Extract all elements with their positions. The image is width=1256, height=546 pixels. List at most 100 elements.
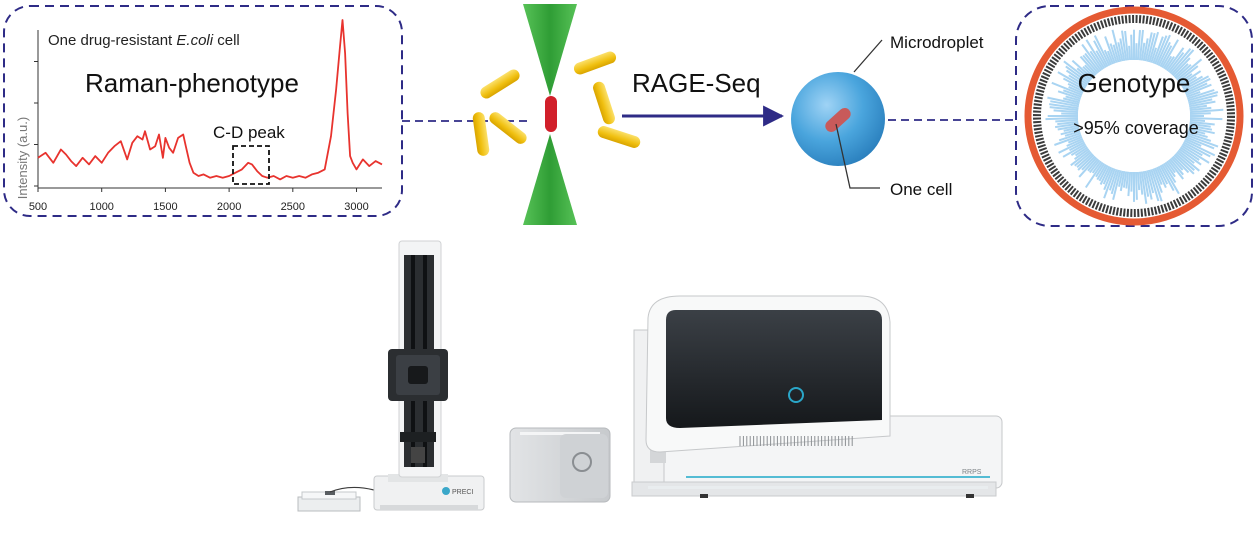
coverage-spike xyxy=(1182,75,1210,91)
coverage-spike xyxy=(1084,161,1104,189)
laser-box-logo-icon xyxy=(572,452,592,472)
coverage-spike xyxy=(1103,167,1114,191)
coverage-spike xyxy=(1136,171,1141,191)
coverage-spike xyxy=(1103,168,1116,199)
coverage-spike xyxy=(1108,168,1118,191)
x-tick-label: 500 xyxy=(29,201,47,213)
instrument-vents xyxy=(739,436,853,446)
coverage-spike xyxy=(1050,100,1080,108)
coverage-spike xyxy=(1144,170,1153,200)
coverage-spike xyxy=(1053,109,1079,114)
coverage-spike xyxy=(1058,139,1085,154)
one-cell-pointer xyxy=(835,123,880,189)
coverage-spike xyxy=(1089,159,1101,174)
coverage-spike xyxy=(1091,160,1102,174)
coverage-spike xyxy=(1189,122,1211,128)
coverage-spike xyxy=(1169,158,1184,176)
coverage-spike xyxy=(1051,81,1083,96)
raman-panel-dashed-border xyxy=(3,5,403,217)
coverage-spike xyxy=(1074,151,1092,167)
genotype-panel: Genotype >95% coverage xyxy=(1015,5,1253,227)
coverage-spike xyxy=(1054,122,1079,129)
cell-yellow-5 xyxy=(593,81,615,125)
coverage-spike xyxy=(1154,35,1168,65)
coverage-spike xyxy=(1189,120,1215,126)
coverage-spike xyxy=(1130,171,1133,192)
coverage-spike xyxy=(1074,148,1090,161)
coverage-spike xyxy=(1066,137,1084,147)
coverage-spike xyxy=(1178,148,1202,166)
coverage-spike xyxy=(1062,89,1082,98)
y-axis-label: Intensity (a.u.) xyxy=(15,117,30,199)
coverage-spike xyxy=(1057,120,1079,126)
coverage-spike xyxy=(1136,30,1141,61)
raman-panel-title: Raman-phenotype xyxy=(85,68,299,98)
coverage-spike xyxy=(1172,57,1191,77)
raman-cell-label: One drug-resistant E.coli cell xyxy=(48,32,240,49)
coverage-spike xyxy=(1166,160,1176,174)
coverage-spike xyxy=(1188,98,1213,106)
coverage-spike xyxy=(1084,64,1096,77)
coverage-spike xyxy=(1065,69,1089,86)
x-tick-label: 2500 xyxy=(281,201,305,213)
coverage-spike xyxy=(1138,29,1144,61)
coverage-spike xyxy=(1067,83,1085,93)
coverage-spike xyxy=(1093,35,1111,67)
genome-ring-inner xyxy=(1078,60,1190,172)
instrument-model-label: RRPS xyxy=(962,469,982,476)
coverage-spike xyxy=(1179,146,1200,161)
coverage-spike xyxy=(1119,38,1126,62)
coverage-spike xyxy=(1185,83,1212,96)
cd-peak-box xyxy=(232,145,270,185)
coverage-spike xyxy=(1189,108,1224,114)
coverage-spike xyxy=(1169,48,1192,74)
microdroplet-label: Microdroplet xyxy=(890,33,984,52)
coverage-spike xyxy=(1177,65,1199,83)
coverage-spike xyxy=(1054,134,1082,146)
cell-yellow-4 xyxy=(573,51,617,75)
coverage-spike xyxy=(1078,156,1098,178)
coverage-spike xyxy=(1109,43,1118,64)
laser-box xyxy=(509,427,611,503)
cell-yellow-6 xyxy=(597,126,641,148)
cell-yellow-3 xyxy=(472,112,490,156)
coverage-spike xyxy=(1082,54,1099,74)
coverage-spike xyxy=(1167,159,1184,180)
coverage-spike xyxy=(1172,155,1190,174)
coverage-spike xyxy=(1157,165,1169,185)
coverage-spike xyxy=(1085,39,1106,70)
coverage-spike xyxy=(1098,164,1109,182)
cell-yellow-2 xyxy=(489,112,527,144)
optical-trap-illustration xyxy=(472,4,641,225)
coverage-spike xyxy=(1062,97,1080,104)
coverage-spike xyxy=(1081,155,1096,171)
coverage-spike xyxy=(1079,55,1098,76)
coverage-spike xyxy=(1140,42,1146,61)
coverage-spike xyxy=(1087,158,1099,172)
coverage-spike xyxy=(1106,50,1114,65)
x-tick-label: 1500 xyxy=(153,201,177,213)
coverage-spike xyxy=(1164,56,1175,71)
microscope-stand: PRECI xyxy=(373,240,485,511)
coverage-spike xyxy=(1152,36,1164,64)
coverage-spike xyxy=(1084,52,1101,73)
coverage-spike xyxy=(1170,156,1184,171)
rage-seq-label: RAGE-Seq xyxy=(632,68,761,98)
coverage-spike xyxy=(1125,171,1130,189)
coverage-spike xyxy=(1178,73,1193,84)
coverage-spike xyxy=(1067,136,1083,144)
coverage-spike xyxy=(1142,38,1149,62)
trapped-cell-red xyxy=(545,96,557,132)
sensor-pad xyxy=(297,491,361,512)
coverage-spike xyxy=(1174,63,1192,80)
coverage-spike xyxy=(1189,112,1211,115)
coverage-spike xyxy=(1173,154,1195,175)
instrument-logo-icon xyxy=(788,387,804,403)
coverage-spike xyxy=(1162,162,1177,184)
raman-spectrum-line xyxy=(37,19,383,181)
coverage-spike xyxy=(1164,161,1176,178)
coverage-spike xyxy=(1186,132,1212,142)
genotype-coverage: >95% coverage xyxy=(1073,118,1199,138)
